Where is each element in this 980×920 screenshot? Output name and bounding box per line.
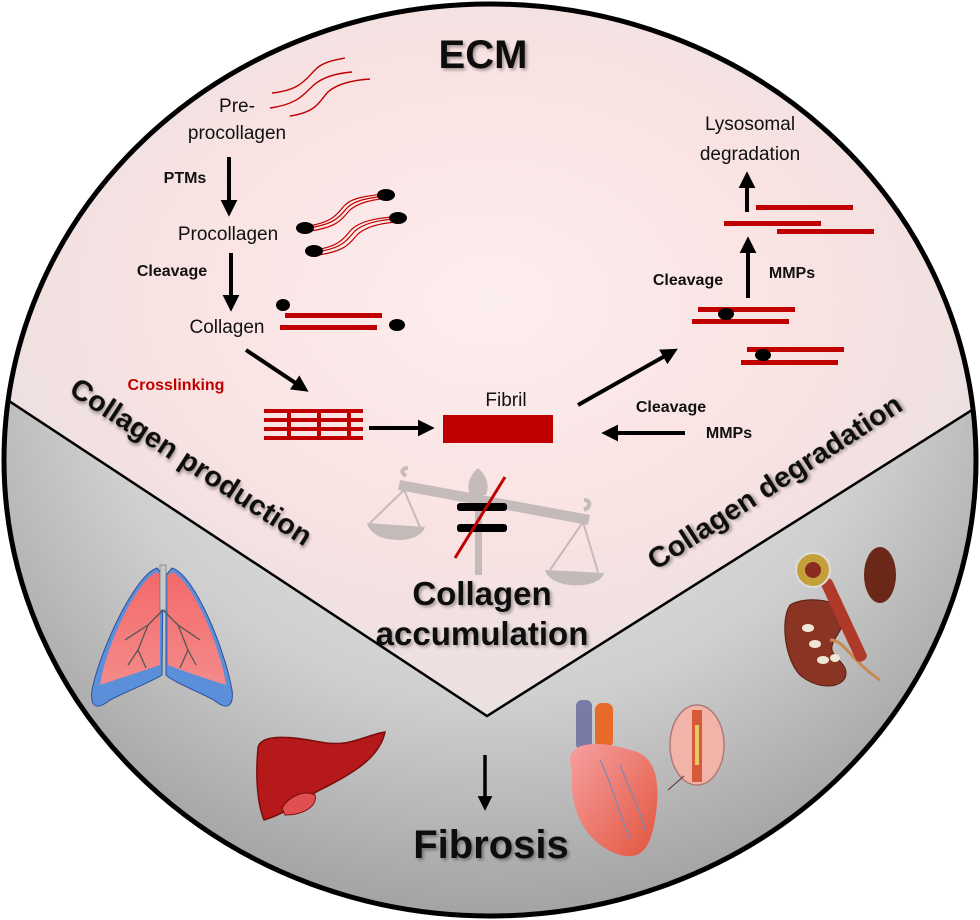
fibril-to-degradation-arrow-icon (577, 348, 678, 407)
crosslink-arrow-icon (244, 348, 309, 392)
preprocollagen-strands-icon (269, 57, 371, 117)
lysosomal-label-line2: degradation (700, 144, 800, 165)
upper-mmps-label: MMPs (769, 265, 815, 282)
ecm-region (2, 2, 978, 716)
production-pathway: Pre- procollagen PTMs Procollagen Cleava… (128, 57, 553, 443)
accumulation-label-line2: accumulation (376, 615, 589, 652)
step-collagen-label: Collagen (190, 317, 265, 338)
step-procollagen-label: Procollagen (178, 224, 278, 245)
crosslinking-label: Crosslinking (128, 377, 225, 394)
divider-lines (2, 393, 978, 718)
crosslinked-collagen-icon (264, 409, 363, 440)
balance-scale-icon (367, 466, 604, 586)
cleaved-collagen-lower-icon (741, 347, 844, 365)
not-equal-icon (453, 476, 507, 559)
fibril-label: Fibril (485, 390, 526, 411)
liver-icon (256, 731, 386, 821)
fibrosis-label: Fibrosis (413, 823, 569, 867)
procollagen-icon (296, 189, 407, 257)
transition-cleavage-label: Cleavage (137, 263, 207, 280)
lungs-icon (91, 564, 233, 707)
step-preprocollagen-line1: Pre- (219, 96, 255, 117)
collagen-fragments-icon (724, 205, 874, 234)
step-preprocollagen-line2: procollagen (188, 123, 286, 144)
transition-ptms-label: PTMs (164, 170, 207, 187)
collagen-molecule-icon (276, 299, 405, 331)
heart-icon (569, 700, 725, 857)
lower-mmps-label: MMPs (706, 425, 752, 442)
fibril-icon (443, 415, 553, 443)
upper-cleavage-label: Cleavage (653, 272, 723, 289)
ecm-title: ECM (439, 33, 528, 77)
lower-cleavage-label: Cleavage (636, 399, 706, 416)
lysosomal-label-line1: Lysosomal (705, 114, 795, 135)
kidney-icon (784, 547, 896, 687)
cleaved-collagen-upper-icon (692, 307, 795, 324)
degradation-pathway: Lysosomal degradation Cleavage MMPs Clea… (577, 114, 874, 442)
accumulation-label-line1: Collagen (412, 575, 551, 612)
